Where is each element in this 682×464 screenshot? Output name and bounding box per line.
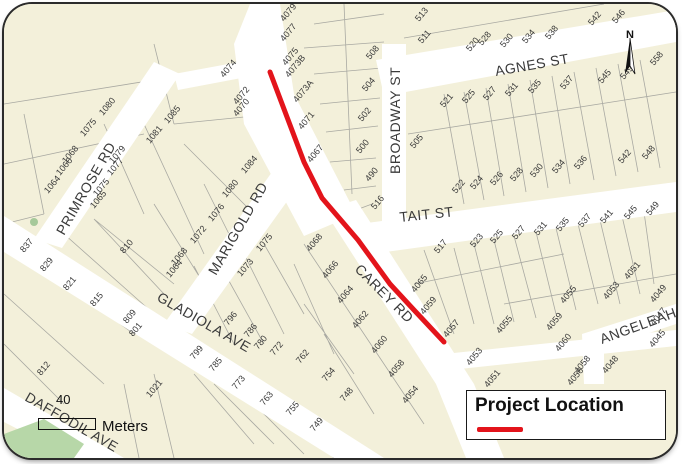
map-canvas[interactable]: 4079407740754073B4073A407140674074407240…	[4, 4, 676, 458]
road-network	[4, 4, 676, 458]
scale-value: 40	[56, 392, 71, 407]
legend-box: Project Location	[466, 390, 666, 440]
legend-line-swatch	[477, 427, 523, 432]
street-label-tait: TAIT ST	[399, 203, 455, 225]
street-label-broadway: BROADWAY ST	[387, 67, 403, 174]
legend-title: Project Location	[475, 395, 624, 416]
green-dot	[30, 218, 38, 226]
north-label: N	[626, 29, 634, 41]
scale-unit: Meters	[102, 418, 148, 435]
north-arrow-icon: N	[625, 29, 636, 75]
scale-bar	[38, 418, 96, 430]
project-location-line	[267, 69, 447, 345]
park-area	[4, 419, 84, 458]
